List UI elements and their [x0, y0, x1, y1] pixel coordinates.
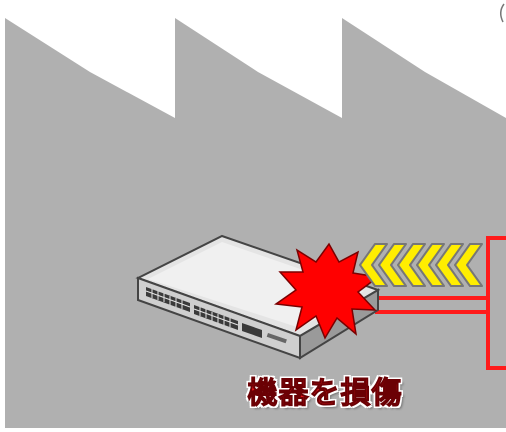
explosion-icon [273, 242, 380, 340]
factory-building-icon [5, 18, 506, 428]
surge-chevrons-icon [359, 243, 483, 287]
power-line-icon [375, 236, 506, 370]
damage-caption: 機器を損傷 [247, 376, 403, 412]
corner-mark [500, 3, 505, 23]
